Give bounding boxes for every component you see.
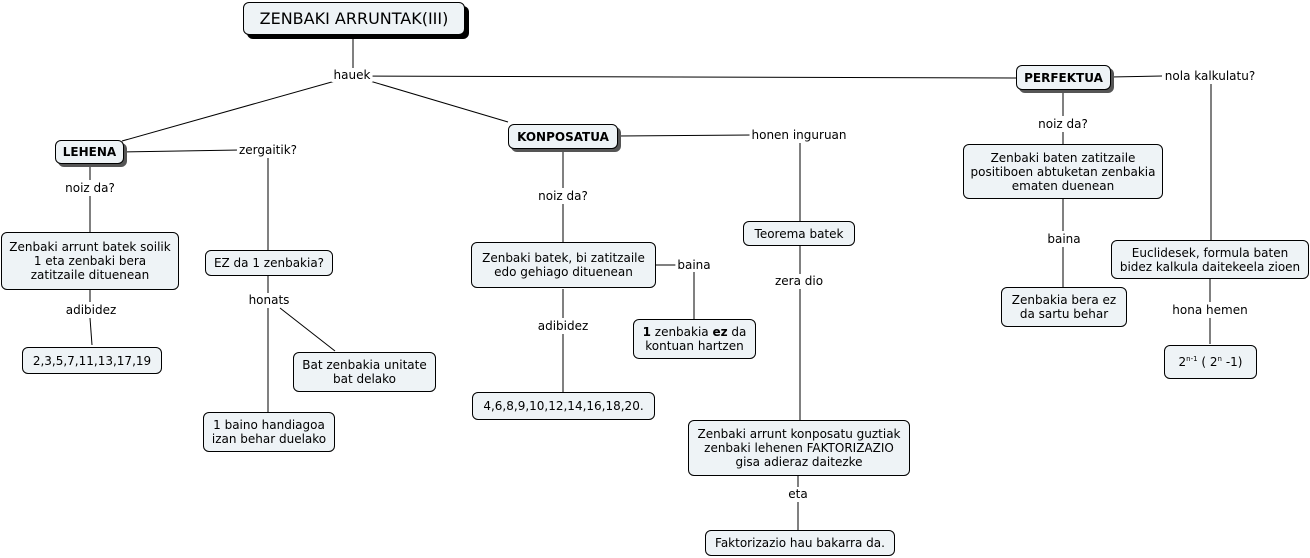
faktorizazio-node[interactable]: Zenbaki arrunt konposatu guztiak zenbaki… (688, 420, 910, 476)
handiagoa-node[interactable]: 1 baino handiagoa izan behar duelako (203, 412, 335, 452)
konposatua-definition-node[interactable]: Zenbaki batek, bi zatitzaile edo gehiago… (471, 242, 656, 288)
perfektua-node[interactable]: PERFEKTUA (1016, 65, 1111, 90)
formula-exponent-1: n-1 (1186, 355, 1198, 363)
kontuan-ez: ez (712, 325, 728, 339)
lehena-examples-text: 2,3,5,7,11,13,17,19 (32, 353, 152, 368)
perfektua-definition-text: Zenbaki baten zatitzaile positiboen abtu… (970, 150, 1156, 193)
teorema-node[interactable]: Teorema batek (743, 221, 855, 246)
perfektua-label: PERFEKTUA (1024, 70, 1103, 85)
konposatua-node[interactable]: KONPOSATUA (508, 124, 618, 149)
lehena-examples-node[interactable]: 2,3,5,7,11,13,17,19 (22, 347, 162, 374)
title-text: ZENBAKI ARRUNTAK(III) (259, 8, 449, 28)
euclides-node[interactable]: Euclidesek, formula baten bidez kalkula … (1111, 240, 1309, 279)
formula-text: 2n-1 ( 2n -1) (1179, 355, 1243, 369)
kontuan-node[interactable]: 1 zenbakia ez da kontuan hartzen (633, 319, 756, 359)
link-label-honen-inguruan: honen inguruan (749, 128, 849, 142)
lehena-node[interactable]: LEHENA (55, 140, 124, 164)
ez-1-text: EZ da 1 zenbakia? (213, 256, 325, 270)
link-label-baina-perf: baina (1045, 232, 1083, 246)
link-label-zergaitik: zergaitik? (236, 143, 300, 157)
perfektua-definition-node[interactable]: Zenbaki baten zatitzaile positiboen abtu… (963, 144, 1163, 199)
link-label-noiz-lehena: noiz da? (63, 181, 117, 195)
lehena-definition-node[interactable]: Zenbaki arrunt batek soilik 1 eta zenbak… (1, 232, 179, 290)
kontuan-end: da kontuan hartzen (645, 325, 751, 353)
sartu-node[interactable]: Zenbakia bera ez da sartu behar (1001, 287, 1127, 327)
lehena-label: LEHENA (62, 145, 117, 159)
bakarra-node[interactable]: Faktorizazio hau bakarra da. (705, 530, 895, 556)
ez-1-node[interactable]: EZ da 1 zenbakia? (205, 250, 333, 276)
formula-base: 2 (1178, 355, 1187, 369)
lehena-definition-text: Zenbaki arrunt batek soilik 1 eta zenbak… (9, 240, 171, 282)
link-label-hauek: hauek (331, 68, 373, 82)
konposatua-label: KONPOSATUA (517, 129, 609, 144)
title-node[interactable]: ZENBAKI ARRUNTAK(III) (243, 2, 465, 35)
konposatua-examples-node[interactable]: 4,6,8,9,10,12,14,16,18,20. (472, 392, 655, 420)
link-label-adibidez-lehena: adibidez (63, 303, 119, 317)
konposatua-examples-text: 4,6,8,9,10,12,14,16,18,20. (483, 399, 644, 413)
formula-exponent-2: n (1217, 355, 1222, 363)
unitate-text: Bat zenbakia unitate bat delako (302, 358, 427, 386)
handiagoa-text: 1 baino handiagoa izan behar duelako (211, 418, 327, 446)
formula-node[interactable]: 2n-1 ( 2n -1) (1164, 345, 1257, 379)
kontuan-text: 1 zenbakia ez da kontuan hartzen (638, 325, 751, 353)
teorema-text: Teorema batek (754, 226, 844, 241)
sartu-text: Zenbakia bera ez da sartu behar (1011, 293, 1117, 321)
formula-end: -1) (1225, 355, 1243, 369)
unitate-node[interactable]: Bat zenbakia unitate bat delako (293, 352, 436, 392)
link-label-zera-dio: zera dio (772, 274, 826, 288)
euclides-text: Euclidesek, formula baten bidez kalkula … (1119, 245, 1301, 274)
formula-mid: ( 2 (1201, 355, 1218, 369)
link-label-eta: eta (786, 487, 810, 501)
bakarra-text: Faktorizazio hau bakarra da. (715, 536, 885, 550)
konposatua-definition-text: Zenbaki batek, bi zatitzaile edo gehiago… (482, 251, 645, 279)
link-label-baina-konp: baina (675, 258, 713, 272)
link-label-honats: honats (246, 293, 292, 307)
link-label-nola-kalkulatu: nola kalkulatu? (1162, 69, 1258, 83)
link-label-noiz-konp: noiz da? (536, 189, 590, 203)
link-label-hona-hemen: hona hemen (1170, 303, 1250, 317)
kontuan-mid: zenbakia (650, 325, 713, 339)
faktorizazio-text: Zenbaki arrunt konposatu guztiak zenbaki… (697, 427, 901, 469)
link-label-adibidez-konp: adibidez (535, 319, 591, 333)
link-label-noiz-perf: noiz da? (1036, 117, 1090, 131)
kontuan-one: 1 (642, 325, 651, 339)
